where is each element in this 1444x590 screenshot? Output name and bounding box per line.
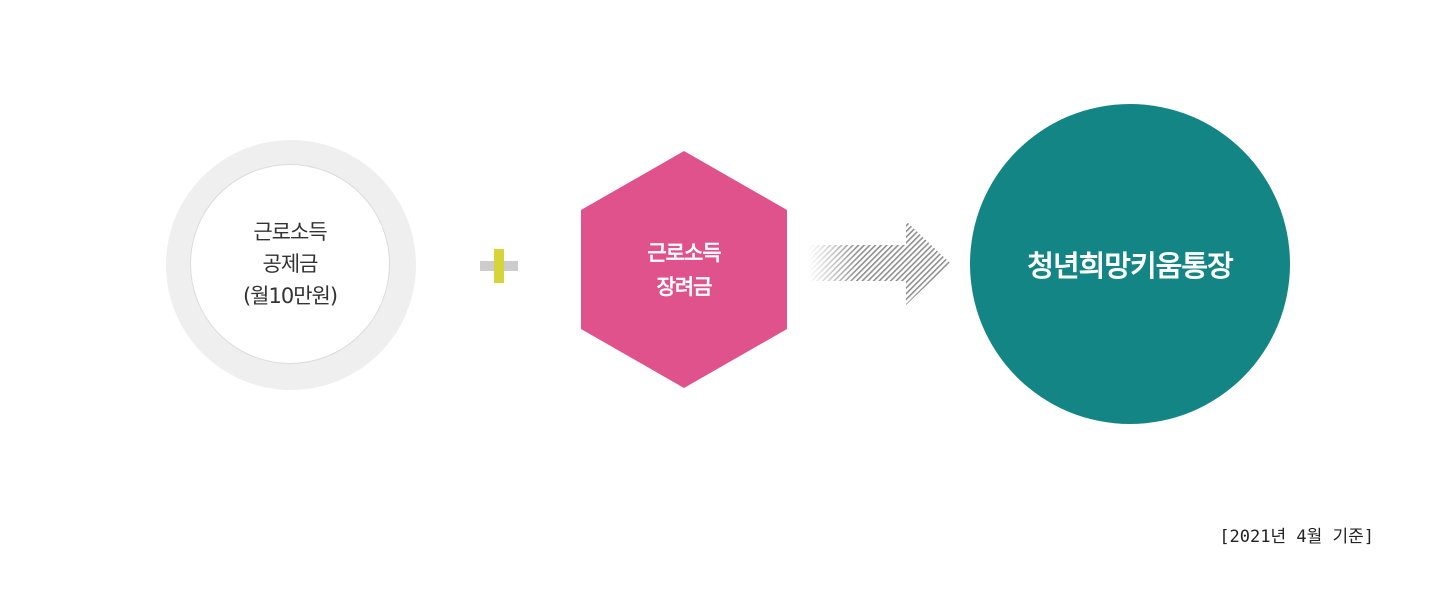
reference-date-note: [2021년 4월 기준] — [1219, 527, 1374, 547]
earned-income-incentive-label: 근로소득 장려금 — [581, 151, 787, 388]
middle-item-line-1: 근로소득 — [647, 240, 721, 265]
hatched-arrow-icon — [808, 221, 950, 305]
middle-item-line-2: 장려금 — [656, 274, 713, 299]
left-item-line-3: (월10만원) — [242, 284, 338, 308]
youth-hope-savings-account-circle: 청년희망키움통장 — [970, 104, 1290, 424]
left-item-line-2: 공제금 — [262, 252, 319, 276]
earned-income-incentive-hexagon — [581, 151, 787, 388]
result-item-label: 청년희망키움통장 — [1027, 249, 1233, 283]
earned-income-deduction-label: 근로소득 공제금 (월10만원) — [190, 164, 390, 364]
plus-icon — [480, 249, 518, 283]
earned-income-deduction-circle: 근로소득 공제금 (월10만원) — [166, 140, 416, 390]
left-item-line-1: 근로소득 — [253, 220, 327, 244]
